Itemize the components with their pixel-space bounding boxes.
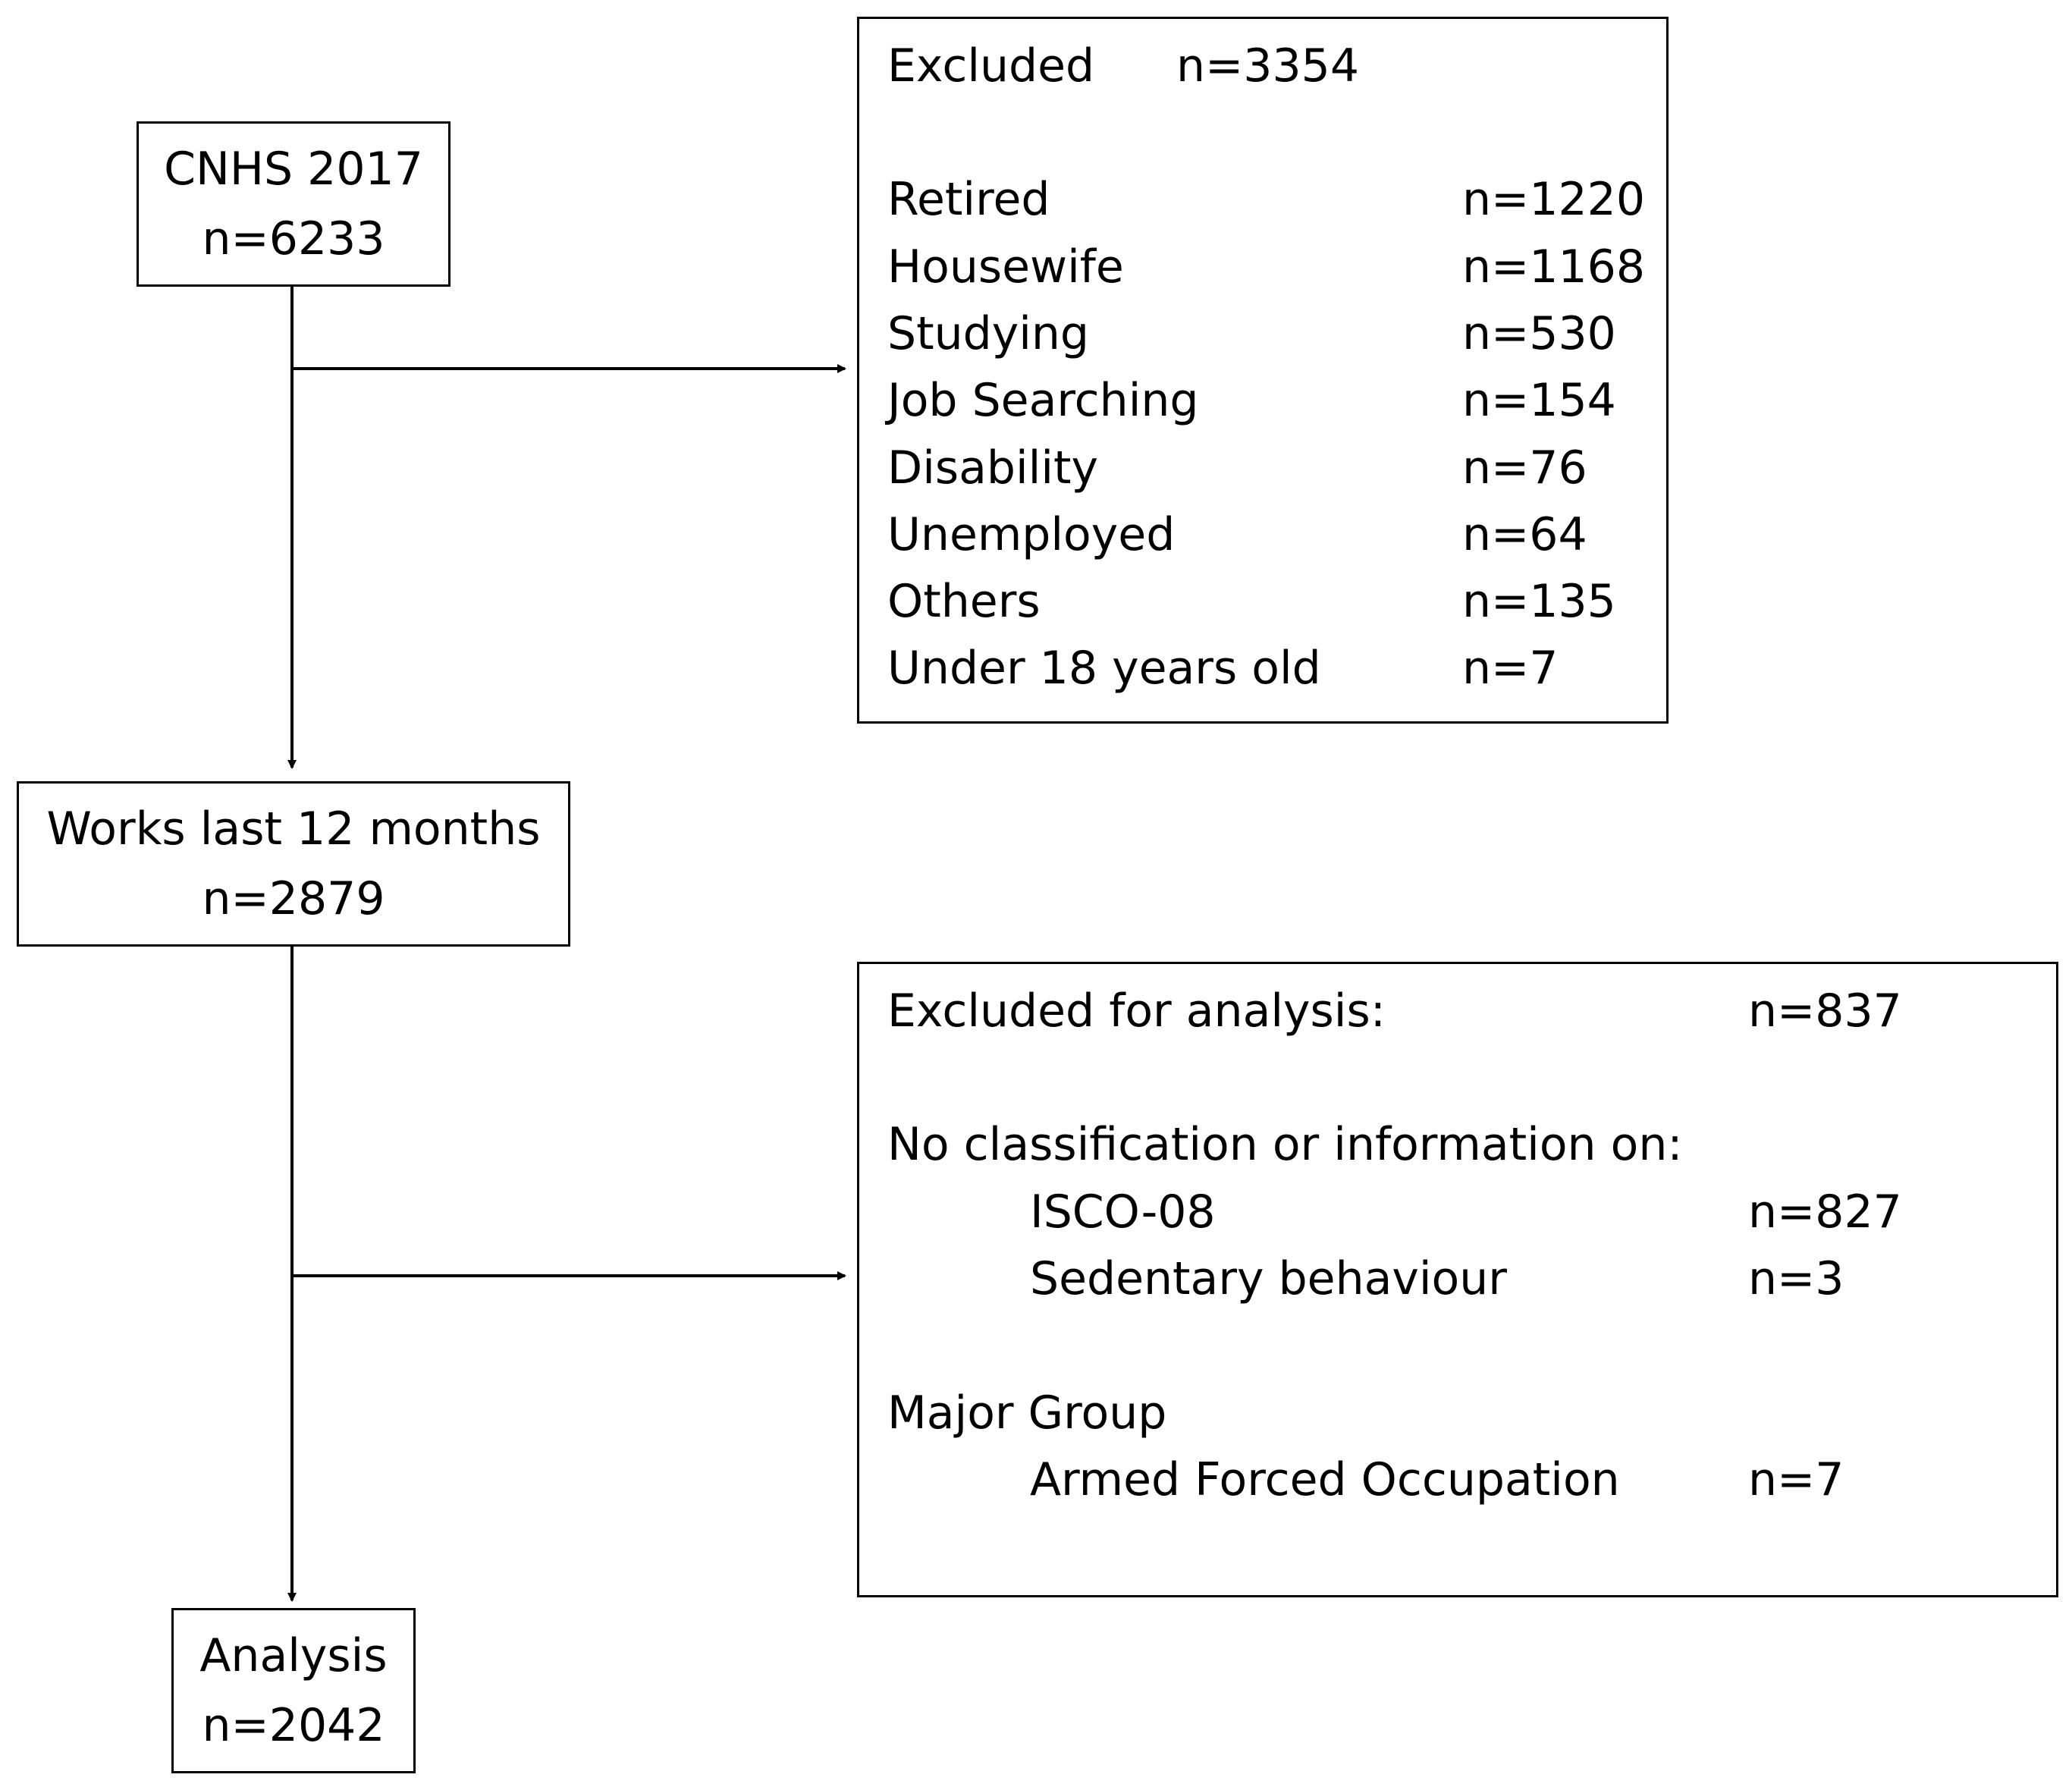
excluded-header: Excluded n=3354 bbox=[859, 37, 1666, 105]
list-item: Housewife n=1168 bbox=[859, 238, 1666, 306]
sedentary-value: n=3 bbox=[1748, 1252, 1844, 1305]
isco-label: ISCO-08 bbox=[1030, 1186, 1216, 1239]
excluded-row-label: Under 18 years old bbox=[887, 642, 1321, 695]
sedentary-label: Sedentary behaviour bbox=[1030, 1252, 1507, 1305]
list-item: Disability n=76 bbox=[859, 439, 1666, 507]
excluded-analysis-title: Excluded for analysis: bbox=[887, 985, 1386, 1038]
armed-forced-label: Armed Forced Occupation bbox=[1030, 1453, 1620, 1506]
list-item: Job Searching n=154 bbox=[859, 372, 1666, 440]
works-title: Works last 12 months bbox=[46, 802, 541, 856]
excluded-row-value: n=1220 bbox=[1462, 173, 1645, 226]
excluded-analysis-total: n=837 bbox=[1748, 985, 1902, 1038]
no-classification-label: No classification or information on: bbox=[887, 1118, 1683, 1171]
excluded-row-label: Retired bbox=[887, 173, 1050, 226]
armed-forced-value: n=7 bbox=[1748, 1453, 1844, 1506]
excluded-analysis-box: Excluded for analysis: n=837 No classifi… bbox=[857, 962, 2058, 1597]
works-box: Works last 12 months n=2879 bbox=[17, 781, 570, 947]
excluded-row-label: Disability bbox=[887, 441, 1099, 495]
no-classification-heading: No classification or information on: bbox=[859, 1116, 2056, 1184]
excluded-row-value: n=64 bbox=[1462, 508, 1587, 561]
excluded-row-label: Others bbox=[887, 575, 1041, 628]
excluded-title: Excluded bbox=[887, 39, 1095, 93]
major-group-heading: Major Group bbox=[859, 1384, 2056, 1453]
analysis-box: Analysis n=2042 bbox=[171, 1608, 416, 1773]
excluded-row-value: n=154 bbox=[1462, 374, 1616, 427]
list-item: Retired n=1220 bbox=[859, 171, 1666, 239]
cnhs-box: CNHS 2017 n=6233 bbox=[137, 121, 451, 287]
list-item: Sedentary behaviour n=3 bbox=[859, 1250, 2056, 1318]
excluded-box: Excluded n=3354 Retired n=1220 Housewife… bbox=[857, 17, 1669, 724]
excluded-total: n=3354 bbox=[1176, 39, 1359, 93]
works-count: n=2879 bbox=[202, 872, 385, 925]
cnhs-count: n=6233 bbox=[202, 212, 385, 265]
list-item: Armed Forced Occupation n=7 bbox=[859, 1451, 2056, 1519]
list-item: Others n=135 bbox=[859, 573, 1666, 641]
excluded-row-label: Unemployed bbox=[887, 508, 1176, 561]
analysis-title: Analysis bbox=[199, 1629, 388, 1682]
excluded-row-value: n=76 bbox=[1462, 441, 1587, 495]
cnhs-title: CNHS 2017 bbox=[164, 143, 423, 196]
list-item: ISCO-08 n=827 bbox=[859, 1183, 2056, 1252]
excluded-row-value: n=7 bbox=[1462, 642, 1559, 695]
excluded-row-value: n=135 bbox=[1462, 575, 1616, 628]
excluded-row-label: Studying bbox=[887, 307, 1090, 360]
major-group-label: Major Group bbox=[887, 1387, 1167, 1440]
excluded-row-value: n=1168 bbox=[1462, 240, 1645, 294]
analysis-count: n=2042 bbox=[202, 1699, 385, 1752]
excluded-row-label: Job Searching bbox=[887, 374, 1199, 427]
excluded-row-value: n=530 bbox=[1462, 307, 1616, 360]
excluded-row-label: Housewife bbox=[887, 240, 1124, 294]
list-item: Unemployed n=64 bbox=[859, 506, 1666, 574]
list-item: Studying n=530 bbox=[859, 305, 1666, 373]
list-item: Under 18 years old n=7 bbox=[859, 639, 1666, 708]
isco-value: n=827 bbox=[1748, 1186, 1902, 1239]
excluded-analysis-header: Excluded for analysis: n=837 bbox=[859, 982, 2056, 1051]
